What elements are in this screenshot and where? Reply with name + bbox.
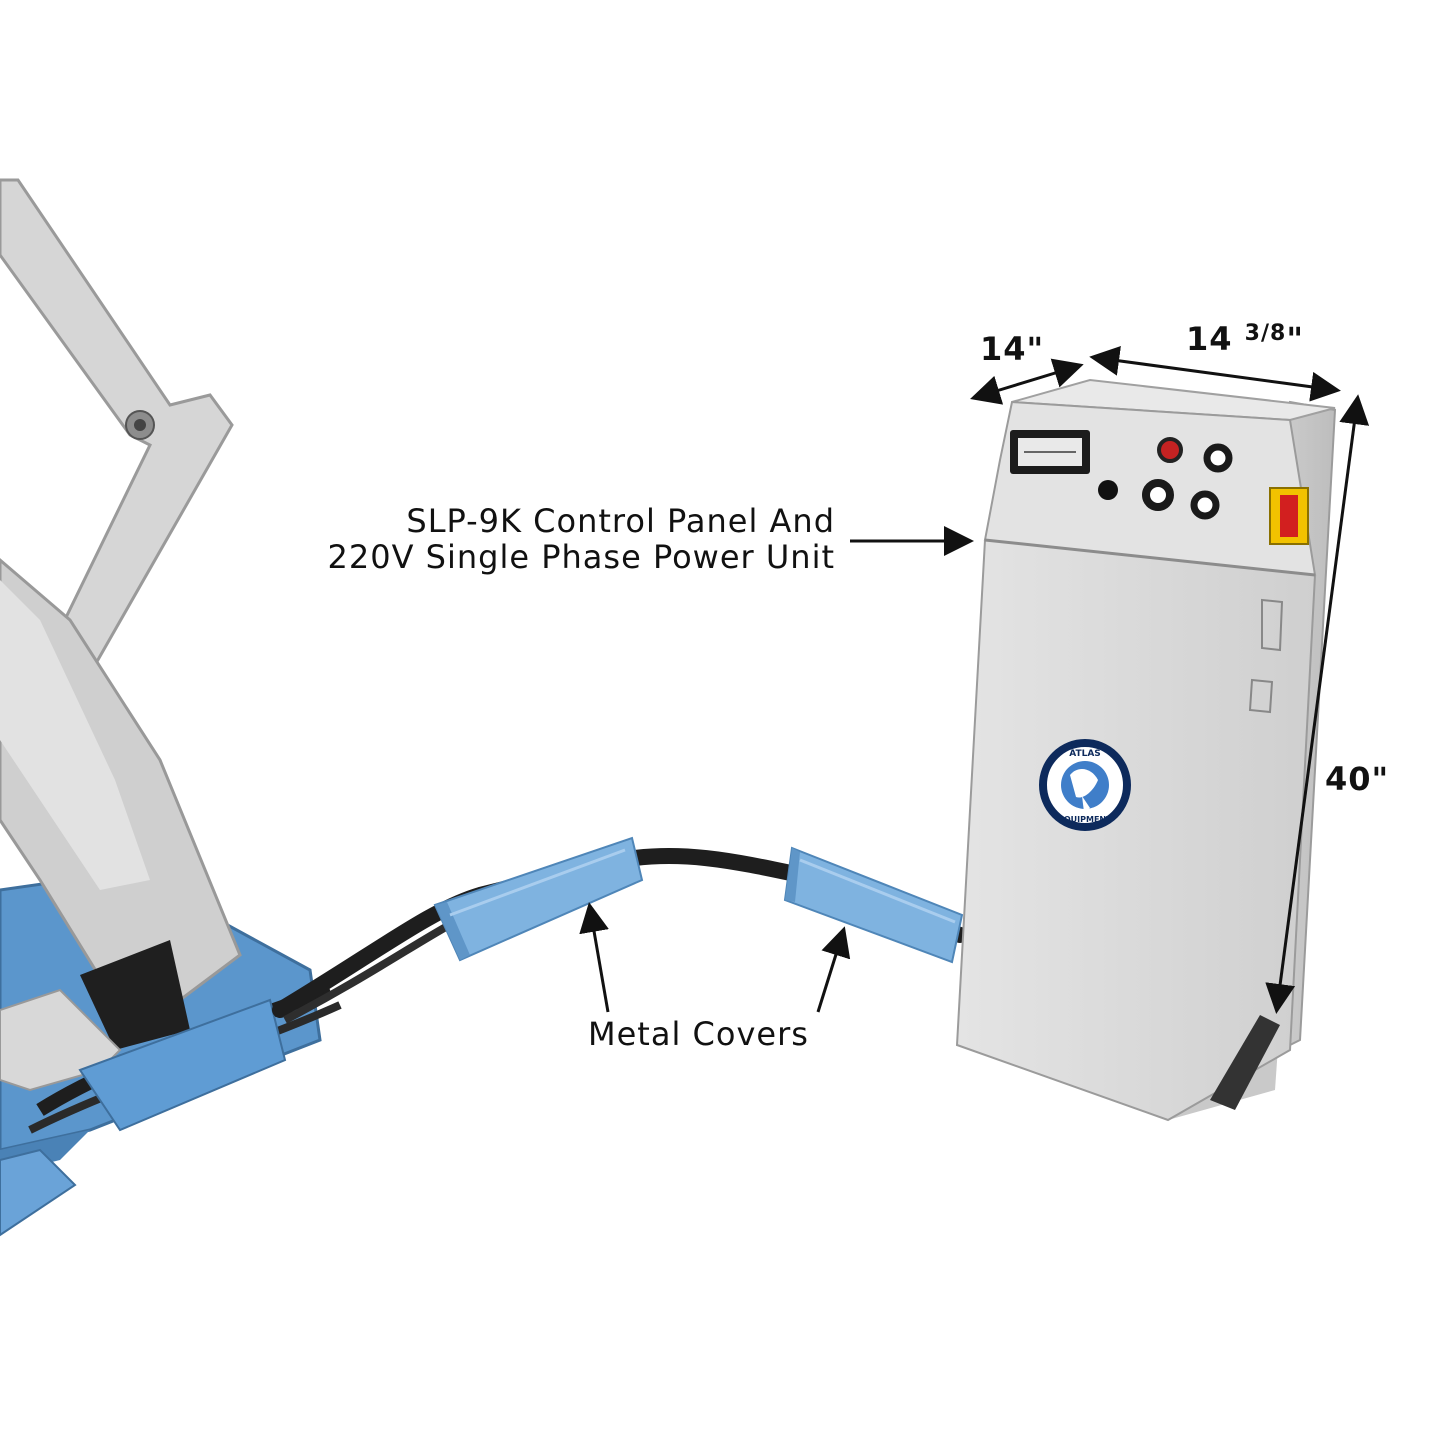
logo-top-text: ATLAS — [1069, 749, 1101, 759]
callout-arrows — [579, 345, 1370, 1014]
metal-cover-arrow-left — [579, 902, 610, 1013]
width-dimension-label: 14 3/8" — [1186, 320, 1304, 358]
control-panel-label-line2: 220V Single Phase Power Unit — [327, 538, 835, 576]
depth-dimension-arrow — [970, 358, 1084, 405]
power-unit-cabinet — [955, 378, 1337, 1122]
control-panel-label-line1: SLP-9K Control Panel And — [406, 502, 835, 540]
depth-dimension-label: 14" — [980, 330, 1045, 368]
control-panel-callout: SLP-9K Control Panel And 220V Single Pha… — [300, 503, 835, 575]
indicator-light — [1157, 437, 1183, 463]
lift-bracket — [80, 940, 190, 1050]
width-dimension-fraction: 3/8 — [1244, 321, 1287, 346]
width-dimension-inch-mark: " — [1286, 320, 1304, 358]
height-dimension-arrow — [1265, 394, 1370, 1014]
height-dimension-label: 40" — [1325, 760, 1390, 798]
metal-cover-right — [783, 846, 964, 964]
metal-cover-arrow-right — [816, 926, 851, 1013]
metal-cover-left — [433, 836, 644, 962]
lift-foot — [0, 1148, 77, 1237]
width-dimension-whole: 14 — [1186, 320, 1233, 358]
scissor-lift — [0, 178, 342, 1237]
width-dimension-arrow — [1089, 345, 1341, 402]
metal-covers-label: Metal Covers — [588, 1015, 809, 1053]
logo-bottom-text: EQUIPMENT — [1058, 815, 1112, 824]
